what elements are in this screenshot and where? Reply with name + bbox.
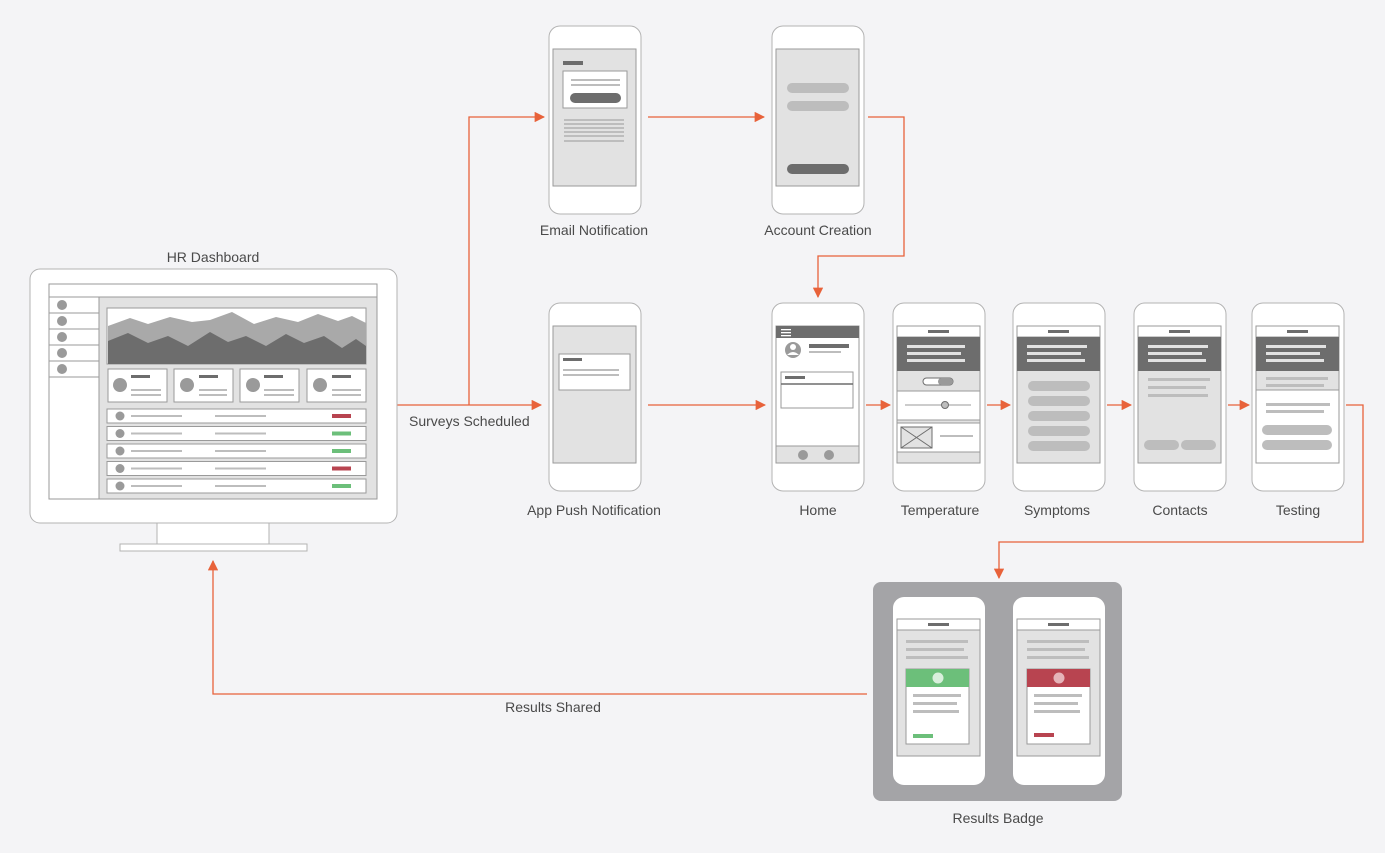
dashboard-table-row — [106, 426, 367, 441]
contacts-label: Contacts — [1152, 502, 1208, 518]
hr-dashboard-label: HR Dashboard — [166, 249, 260, 265]
arrow-testing-to-badge — [993, 404, 1364, 580]
status-bar-pass — [332, 484, 351, 488]
dashboard-table-row — [106, 461, 367, 476]
dashboard-table-row — [106, 408, 367, 424]
app-push-notification-phone — [548, 302, 642, 492]
dashboard-area-chart — [106, 307, 367, 365]
contacts-phone — [1133, 302, 1227, 492]
dashboard-sidebar — [48, 296, 100, 378]
testing-label: Testing — [1275, 502, 1321, 518]
dashboard-cards — [107, 368, 367, 403]
results-shared-label: Results Shared — [505, 699, 601, 715]
dashboard-table-row — [106, 443, 367, 459]
status-bar-fail — [332, 466, 351, 471]
results-badge-panel — [873, 582, 1122, 801]
app-push-notification-label: App Push Notification — [527, 502, 661, 518]
surveys-scheduled-label: Surveys Scheduled — [409, 413, 530, 429]
symptoms-label: Symptoms — [1023, 502, 1091, 518]
hr-dashboard-monitor — [29, 268, 398, 552]
arrow-badge-to-dashboard — [207, 559, 867, 695]
temperature-label: Temperature — [900, 502, 980, 518]
results-badge-label: Results Badge — [952, 810, 1044, 826]
home-label: Home — [799, 502, 837, 518]
arrow-dashboard-to-email — [468, 111, 546, 405]
email-notification-phone — [548, 25, 642, 215]
symptoms-phone — [1012, 302, 1106, 492]
home-phone — [771, 302, 865, 492]
status-bar-fail — [332, 414, 351, 418]
account-creation-phone — [771, 25, 865, 215]
status-bar-pass — [332, 431, 351, 436]
testing-phone — [1251, 302, 1345, 492]
connectors — [207, 111, 1364, 695]
email-notification-label: Email Notification — [539, 222, 649, 238]
dashboard-table — [106, 408, 367, 494]
account-creation-label: Account Creation — [764, 222, 872, 238]
arrow-account-to-home — [812, 116, 905, 299]
badge-fail-phone — [1013, 597, 1105, 785]
dashboard-table-row — [106, 478, 367, 494]
status-bar-pass — [332, 449, 351, 453]
temperature-phone — [892, 302, 986, 492]
badge-pass-phone — [893, 597, 985, 785]
